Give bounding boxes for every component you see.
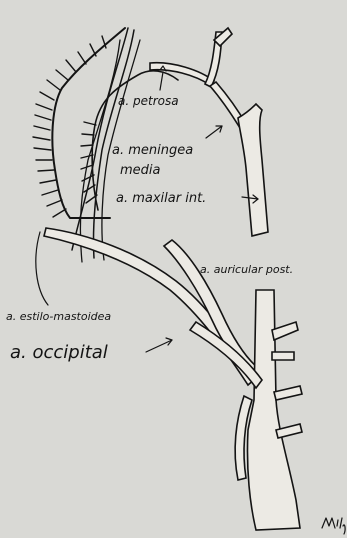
label-estilo-mastoidea: a. estilo-mastoidea	[6, 310, 111, 323]
auricular-artery	[164, 240, 258, 376]
maxilar-artery	[238, 104, 268, 236]
meningea-branch	[150, 28, 246, 128]
artist-signature	[322, 518, 345, 534]
bone-hatching	[33, 28, 178, 218]
label-auricular: a. auricular post.	[200, 263, 293, 276]
label-petrosa: a. petrosa	[118, 94, 179, 108]
estilo-mastoidea-artery	[36, 232, 48, 305]
label-meningea: a. meningea	[112, 143, 193, 158]
label-occipital: a. occipital	[10, 342, 108, 363]
label-meningea-media: media	[120, 163, 161, 178]
label-maxilar: a. maxilar int.	[116, 191, 206, 206]
